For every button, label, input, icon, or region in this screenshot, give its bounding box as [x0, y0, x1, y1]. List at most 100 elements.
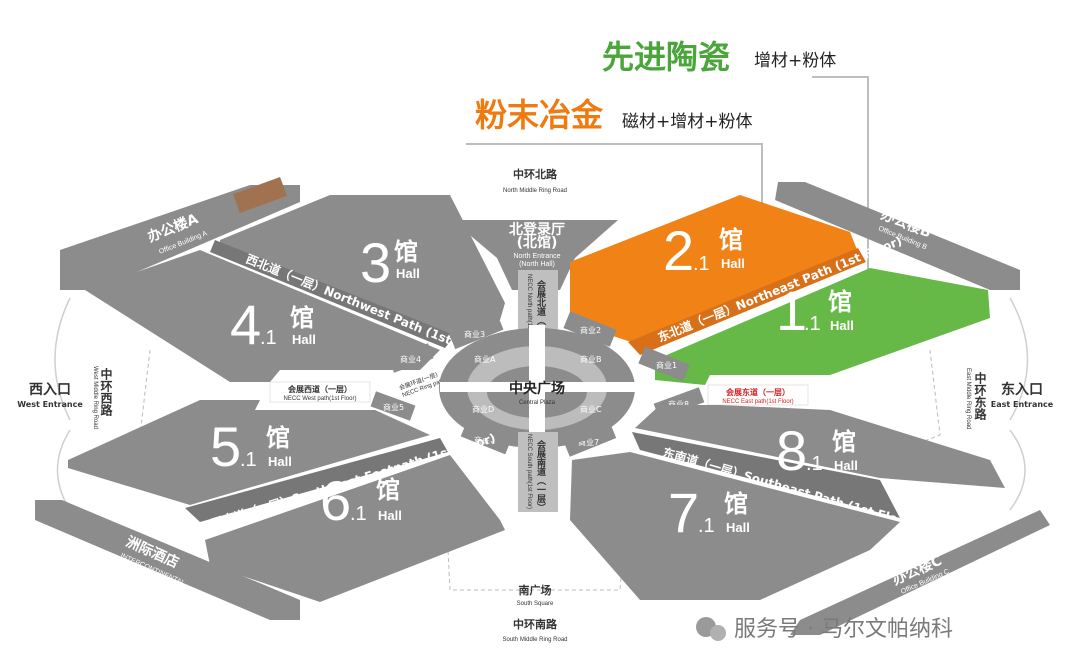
- svg-text:Hall: Hall: [830, 318, 854, 333]
- svg-text:.1: .1: [806, 453, 823, 475]
- svg-text:Hall: Hall: [834, 458, 858, 473]
- southeast-path: [632, 432, 900, 518]
- east-road-en: East Middle Ring Road: [965, 368, 971, 429]
- east-curve: [1009, 297, 1029, 421]
- svg-text:5: 5: [210, 415, 241, 478]
- svg-text:4: 4: [230, 293, 261, 356]
- hall-7-1: [570, 452, 900, 600]
- svg-text:7: 7: [668, 481, 699, 544]
- central-plaza-en: Central Plaza: [519, 400, 556, 406]
- hall-5-1-label: 5 .1 馆 Hall: [210, 415, 292, 478]
- svg-text:馆: 馆: [719, 226, 743, 254]
- svg-text:Hall: Hall: [292, 332, 316, 347]
- watermark: 服务号 · 马尔文帕纳科: [696, 617, 953, 642]
- south-road-en: South Middle Ring Road: [502, 637, 567, 643]
- commerce-7-label: 商业7: [578, 437, 599, 447]
- east-path-label: 会展东道（一层）: [726, 387, 790, 397]
- north-path-en: NECC North path(1st Floor): [526, 274, 532, 348]
- svg-text:Hall: Hall: [268, 454, 292, 469]
- hall-labels: 3 馆 Hall 4 .1 馆 Hall 2 .1 馆 Hall 1 .1 馆 …: [210, 219, 858, 544]
- south-path-en: NECC South path(1st Floor): [526, 434, 532, 509]
- svg-text:馆: 馆: [828, 288, 852, 316]
- powder-title: 粉末冶金: [475, 96, 604, 134]
- east-entrance-en: East Entrance: [991, 400, 1054, 409]
- ceramics-title: 先进陶瓷: [602, 38, 730, 76]
- hotel-building: [35, 500, 300, 620]
- west-entrance-label: 西入口: [29, 382, 71, 398]
- west-entrance-en: West Entrance: [17, 400, 83, 409]
- north-entrance-label: 北登录厅: [509, 221, 565, 238]
- hall-2-1-label: 2 .1 馆 Hall: [663, 219, 745, 282]
- north-path-label: 会展北道（一层）: [535, 279, 547, 352]
- commerce-a-label: 商业A: [474, 354, 496, 364]
- central-plaza-label: 中央广场: [509, 380, 565, 397]
- svg-text:3: 3: [360, 231, 391, 294]
- svg-text:6: 6: [320, 469, 351, 532]
- svg-text:.1: .1: [804, 313, 821, 335]
- svg-text:服务号 · 马尔文帕纳科: 服务号 · 马尔文帕纳科: [734, 617, 953, 642]
- north-entrance-hall: [452, 220, 618, 290]
- svg-text:8: 8: [776, 419, 807, 482]
- hall-1-1[interactable]: [655, 268, 990, 385]
- west-path-label: 会展西道（一层）: [288, 384, 352, 394]
- commerce-1-label: 商业1: [656, 360, 677, 370]
- hall-4-1-label: 4 .1 馆 Hall: [230, 293, 316, 356]
- north-entrance-en2: (North Hall): [519, 261, 555, 268]
- hall-8-1-label: 8 .1 馆 Hall: [776, 419, 858, 482]
- north-entrance-sublabel: (北馆): [517, 234, 558, 251]
- commerce-5-label: 商业5: [383, 402, 404, 412]
- hall-1-1-label: 1 .1 馆 Hall: [776, 279, 854, 342]
- svg-text:.1: .1: [693, 253, 710, 275]
- svg-text:.1: .1: [260, 327, 277, 349]
- east-entrance-label: 东入口: [1001, 381, 1043, 398]
- commerce-2-label: 商业2: [580, 325, 601, 335]
- east-curve-2: [1009, 429, 1026, 511]
- commerce-d-label: 商业D: [472, 404, 494, 414]
- hall-6-1: [205, 455, 505, 602]
- hall-8-1: [635, 405, 1005, 488]
- east-path-en: NECC East path(1st Floor): [722, 399, 793, 405]
- west-path-en: NECC West path(1st Floor): [284, 396, 357, 402]
- svg-text:Hall: Hall: [726, 520, 750, 535]
- north-road-label: 中环北路: [513, 167, 558, 181]
- svg-text:馆: 馆: [724, 490, 748, 518]
- west-path: [269, 381, 371, 403]
- svg-text:.1: .1: [698, 515, 715, 537]
- svg-text:.1: .1: [350, 503, 367, 525]
- west-curve: [54, 297, 71, 421]
- east-path: [707, 384, 809, 406]
- west-road-label: 中环西路: [99, 367, 113, 417]
- southwest-path: [185, 438, 448, 522]
- office-building-b: [775, 182, 1020, 290]
- south-road-label: 中环南路: [513, 617, 558, 631]
- commerce-4-label: 商业4: [400, 354, 421, 364]
- svg-text:2: 2: [663, 219, 694, 282]
- west-road-en: West Middle Ring Road: [92, 366, 98, 429]
- south-path: [518, 432, 558, 512]
- hall-2-1[interactable]: [570, 195, 858, 345]
- svg-text:Hall: Hall: [721, 256, 745, 271]
- hall-7-1-label: 7 .1 馆 Hall: [668, 481, 750, 544]
- commerce-8-label: 商业8: [668, 399, 689, 409]
- powder-subtitle: 磁材+增材+粉体: [622, 112, 753, 132]
- svg-text:馆: 馆: [832, 428, 856, 456]
- hall-5-1: [68, 400, 430, 505]
- northwest-path: [210, 240, 455, 348]
- svg-text:Hall: Hall: [396, 266, 420, 281]
- hall-3: [220, 195, 505, 335]
- hall-3-label: 3 馆 Hall: [360, 231, 420, 294]
- commerce-c-label: 商业C: [580, 404, 602, 414]
- hall-6-1-label: 6 .1 馆 Hall: [320, 469, 402, 532]
- commerce-3-label: 商业3: [464, 329, 485, 339]
- commerce-b-label: 商业B: [580, 354, 602, 364]
- west-curve-2: [56, 429, 71, 511]
- svg-text:Hall: Hall: [378, 508, 402, 523]
- svg-text:馆: 馆: [394, 238, 418, 266]
- east-road-label: 中环东路: [973, 371, 987, 421]
- north-road-en: North Middle Ring Road: [503, 188, 567, 194]
- south-square-en: South Square: [517, 601, 554, 607]
- north-entrance-en: North Entrance: [513, 253, 560, 260]
- south-square-label: 南广场: [519, 583, 552, 597]
- office-a-logo: [233, 177, 287, 213]
